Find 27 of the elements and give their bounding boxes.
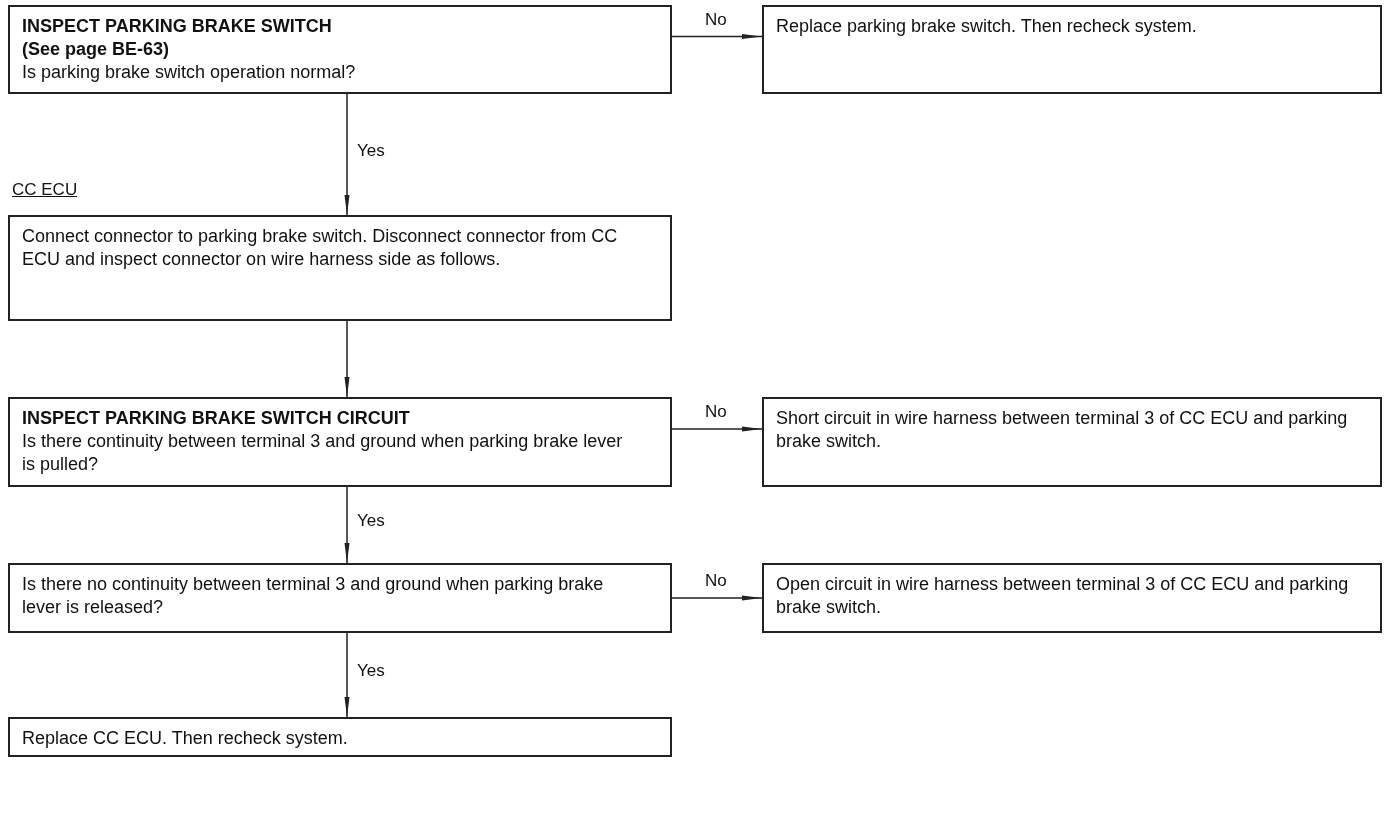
process-box: [8, 5, 672, 94]
step-text: Is parking brake switch operation normal?: [22, 61, 357, 84]
step-text: Replace parking brake switch. Then recheck system.: [776, 15, 1198, 38]
arrow: [671, 34, 763, 39]
step-text: Connect connector to parking brake switch. Disconnect connector from CC ECU and inspect connector on wire harness side as follows.: [22, 225, 619, 271]
step-text: Short circuit in wire harness between terminal 3 of CC ECU and parking brake switch.: [776, 407, 1349, 453]
process-box: [8, 717, 672, 757]
arrow: [344, 320, 350, 398]
process-box: [762, 5, 1382, 94]
arrow: [671, 595, 763, 601]
step-heading: INSPECT PARKING BRAKE SWITCH: [22, 15, 333, 38]
arrow: [344, 486, 350, 564]
step-heading: (See page BE-63): [22, 38, 171, 61]
process-box: [762, 563, 1382, 633]
arrow: [344, 93, 350, 216]
step-heading: INSPECT PARKING BRAKE SWITCH CIRCUIT: [22, 407, 411, 430]
arrow: [671, 426, 763, 432]
step-text: Replace CC ECU. Then recheck system.: [22, 727, 349, 750]
process-box: [8, 397, 672, 487]
process-box: [762, 397, 1382, 487]
arrow: [344, 632, 350, 718]
step-text: Is there no continuity between terminal 3 and ground when parking brake lever is released?: [22, 573, 605, 619]
step-text: Open circuit in wire harness between terminal 3 of CC ECU and parking brake switch.: [776, 573, 1350, 619]
step-text: Is there continuity between terminal 3 and ground when parking brake lever is pulled?: [22, 430, 624, 476]
process-box: [8, 563, 672, 633]
section-label: CC ECU: [10, 180, 80, 200]
process-box: [8, 215, 672, 321]
